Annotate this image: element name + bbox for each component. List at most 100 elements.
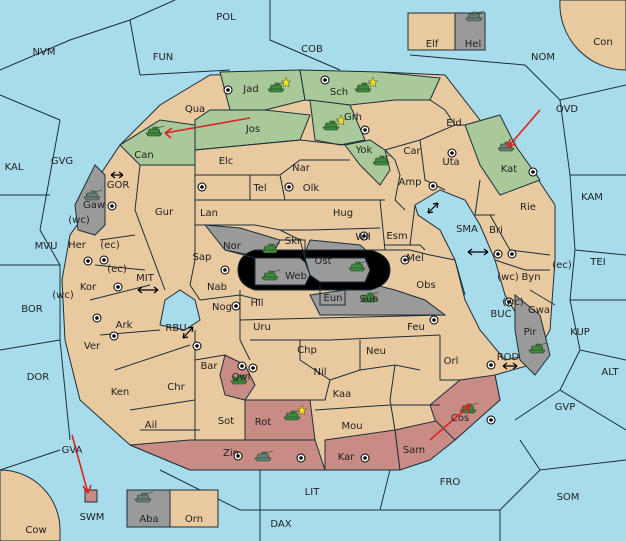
supply-center-dot bbox=[507, 300, 511, 304]
star-icon bbox=[280, 76, 292, 88]
supply-center-dot bbox=[95, 316, 99, 320]
province-label-ail: Ail bbox=[145, 420, 157, 431]
province-label-rie: Rie bbox=[520, 202, 536, 213]
unit-body bbox=[354, 81, 374, 93]
unit-body bbox=[497, 140, 517, 152]
army-unit[interactable] bbox=[360, 291, 380, 303]
province-label-amp: Amp bbox=[399, 177, 422, 188]
supply-center-dot bbox=[110, 204, 114, 208]
army-unit[interactable] bbox=[372, 154, 392, 166]
province-label-ken: Ken bbox=[111, 387, 130, 398]
unit-body bbox=[83, 189, 103, 201]
province-label-ver: Ver bbox=[84, 341, 101, 352]
province-label-rot: Rot bbox=[255, 417, 272, 428]
sea-label-lit: LIT bbox=[305, 487, 321, 498]
supply-center-dot bbox=[251, 366, 255, 370]
army-unit[interactable] bbox=[261, 269, 281, 281]
sea-label-tei: TEI bbox=[589, 257, 605, 268]
green-provinces bbox=[119, 69, 541, 196]
army-unit[interactable] bbox=[230, 373, 250, 385]
supply-center-dot bbox=[223, 268, 227, 272]
army-unit[interactable] bbox=[322, 114, 347, 131]
sea-label-mit: MIT bbox=[136, 273, 155, 284]
supply-center-dot bbox=[287, 185, 291, 189]
province-label-nor: Nor bbox=[223, 241, 242, 252]
sea-label-mvu: MVU bbox=[35, 241, 58, 252]
province-label-qua: Qua bbox=[185, 104, 205, 115]
province-label-nar: Nar bbox=[292, 163, 311, 174]
province-label-elc: Elc bbox=[219, 156, 234, 167]
province-label-bar: Bar bbox=[200, 361, 218, 372]
supply-center-dot bbox=[489, 363, 493, 367]
province-label-uta: Uta bbox=[442, 157, 459, 168]
province-label-yok: Yok bbox=[355, 145, 373, 156]
unit-body bbox=[528, 342, 548, 354]
supply-center-dot bbox=[112, 334, 116, 338]
sea-label-cob: COB bbox=[301, 44, 323, 55]
province-label-hil: Hil bbox=[250, 298, 263, 309]
province-label-kaa: Kaa bbox=[333, 389, 352, 400]
unit-body bbox=[465, 10, 485, 22]
province-label-uru: Uru bbox=[253, 322, 271, 333]
province-label-orl: Orl bbox=[444, 356, 459, 367]
star-icon bbox=[335, 114, 347, 126]
sea-label-kup: KUP bbox=[570, 327, 590, 338]
army-unit[interactable] bbox=[267, 76, 292, 93]
province-label-elf: Elf bbox=[426, 39, 439, 50]
province-label-feu: Feu bbox=[407, 322, 425, 333]
province-label-nog: Nog bbox=[212, 302, 232, 313]
supply-center-dot bbox=[102, 258, 106, 262]
gray-edges bbox=[280, 239, 306, 258]
fleet-unit[interactable] bbox=[465, 10, 485, 22]
army-unit[interactable] bbox=[348, 260, 368, 272]
province-label-kat: Kat bbox=[501, 164, 518, 175]
unit-body bbox=[372, 154, 392, 166]
supply-center-dot bbox=[489, 418, 493, 422]
unit-body bbox=[360, 291, 380, 303]
sea-label-rod: ROD bbox=[497, 352, 520, 363]
supply-centers bbox=[83, 75, 538, 463]
province-label-sap: Sap bbox=[193, 252, 212, 263]
supply-center-dot bbox=[363, 456, 367, 460]
province-label-chp: Chp bbox=[297, 345, 317, 356]
supply-center-dot bbox=[450, 151, 454, 155]
province-label-jos: Jos bbox=[245, 124, 260, 135]
province-label-orn: Orn bbox=[185, 514, 203, 525]
province-label-qwi: Qwi bbox=[232, 372, 251, 383]
army-unit[interactable] bbox=[283, 404, 308, 421]
coast-marker: (ec) bbox=[100, 240, 120, 251]
fleet-unit[interactable] bbox=[134, 491, 154, 503]
army-unit[interactable] bbox=[261, 242, 281, 254]
sea-label-fro: FRO bbox=[440, 477, 461, 488]
supply-center-dot bbox=[200, 185, 204, 189]
province-label-neu: Neu bbox=[366, 346, 386, 357]
province-label-gwa: Gwa bbox=[528, 305, 550, 316]
supply-center-dot bbox=[496, 252, 500, 256]
army-unit[interactable] bbox=[145, 125, 165, 137]
fleet-unit[interactable] bbox=[497, 140, 517, 152]
province-label-ost: Ost bbox=[314, 256, 331, 267]
coast-marker: (wc) bbox=[68, 215, 90, 226]
sea-label-gor: GOR bbox=[107, 180, 130, 191]
sea-label-dax: DAX bbox=[270, 519, 291, 530]
province-label-pir: Pir bbox=[524, 327, 538, 338]
fleet-unit[interactable] bbox=[254, 450, 274, 462]
sea-label-swm: SWM bbox=[80, 512, 105, 523]
army-unit[interactable] bbox=[528, 342, 548, 354]
province-borders bbox=[89, 99, 556, 440]
province-label-esm: Esm bbox=[386, 231, 407, 242]
coast-marker: (ec) bbox=[107, 264, 127, 275]
province-label-jad: Jad bbox=[242, 84, 258, 95]
sea-label-gvp: GVP bbox=[555, 402, 576, 413]
supply-center-dot bbox=[323, 78, 327, 82]
sea-label-nvm: NVM bbox=[33, 47, 56, 58]
province-label-gur: Gur bbox=[155, 207, 174, 218]
unit-body bbox=[283, 409, 303, 421]
province-label-eun: Eun bbox=[324, 293, 343, 304]
unit-body bbox=[322, 119, 342, 131]
supply-center-dot bbox=[116, 285, 120, 289]
fleet-unit[interactable] bbox=[83, 189, 103, 201]
supply-center-dot bbox=[299, 456, 303, 460]
army-unit[interactable] bbox=[354, 76, 379, 93]
